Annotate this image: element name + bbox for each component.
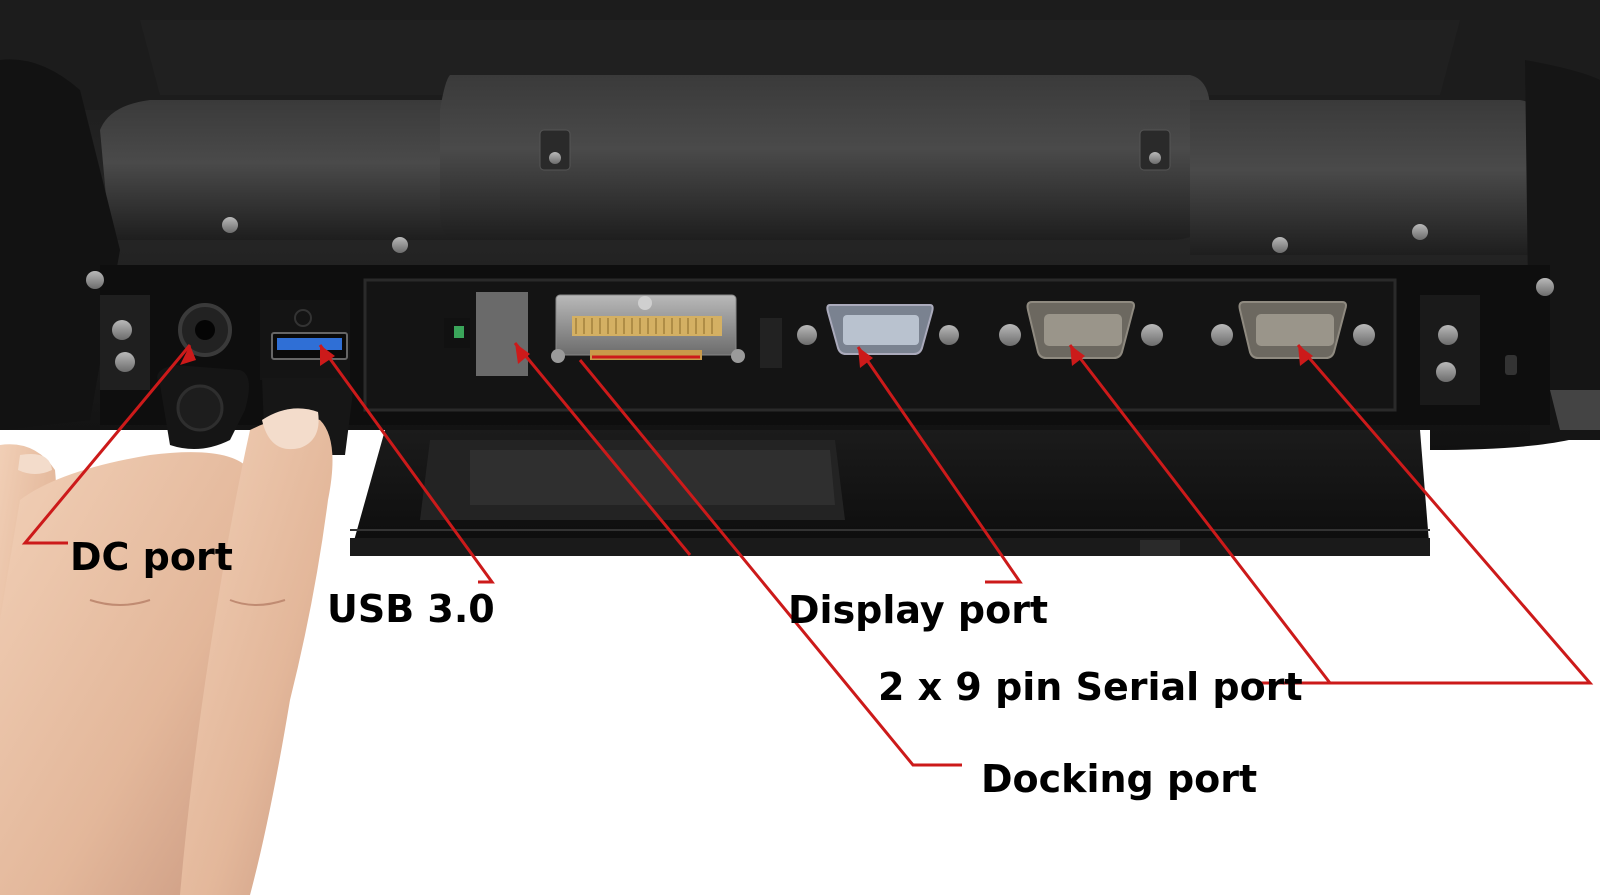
docking-connector-icon — [551, 294, 745, 363]
serial-port-label: 2 x 9 pin Serial port — [878, 665, 1303, 709]
dc-port-icon — [178, 303, 232, 357]
usb-callout-line — [318, 344, 495, 584]
serial-port-icon — [999, 301, 1163, 359]
display-callout-line — [856, 346, 1023, 584]
hinge-assembly — [100, 75, 1555, 255]
port-cover-door — [350, 430, 1430, 556]
serial-callout-line-2 — [1296, 344, 1594, 685]
lan-callout-line — [513, 342, 692, 556]
hand-fingers — [0, 408, 333, 895]
callout-lines — [21, 342, 1594, 767]
docking-callout-line — [578, 359, 962, 767]
serial-port-icon — [1211, 301, 1375, 359]
lan-port-blurred — [476, 292, 528, 376]
display-port-label: Display port — [788, 588, 1049, 632]
dc-callout-line — [21, 344, 192, 545]
usb-port-icon — [271, 332, 348, 360]
vga-port-icon — [797, 304, 959, 355]
callout-arrowheads — [180, 343, 1313, 368]
docking-port-label: Docking port — [981, 757, 1258, 801]
usb-label: USB 3.0 — [327, 587, 495, 631]
dc-port-label: DC port — [70, 535, 233, 579]
